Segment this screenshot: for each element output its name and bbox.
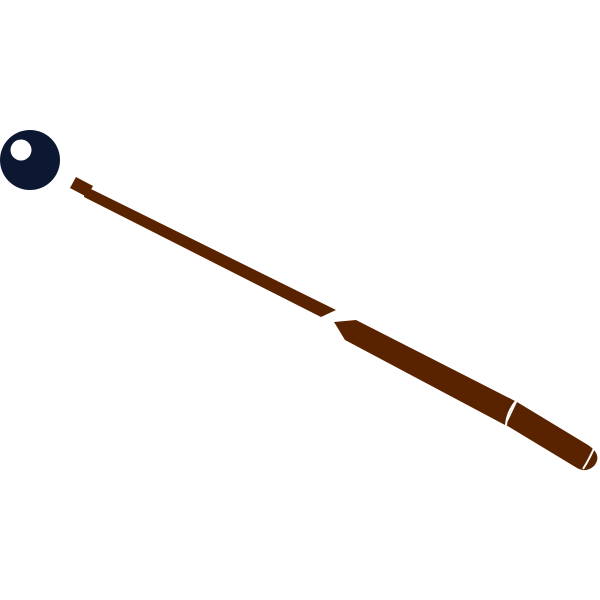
cue-shaft [84,187,336,317]
billiard-ball [0,130,60,190]
ball-body [0,130,60,190]
cue-wrap-separator [505,400,517,426]
cue-bumper-line [582,445,596,470]
cue-butt-end [506,402,598,471]
cue-butt [334,320,515,425]
ball-highlight [10,139,32,161]
cue-stick [70,177,598,471]
